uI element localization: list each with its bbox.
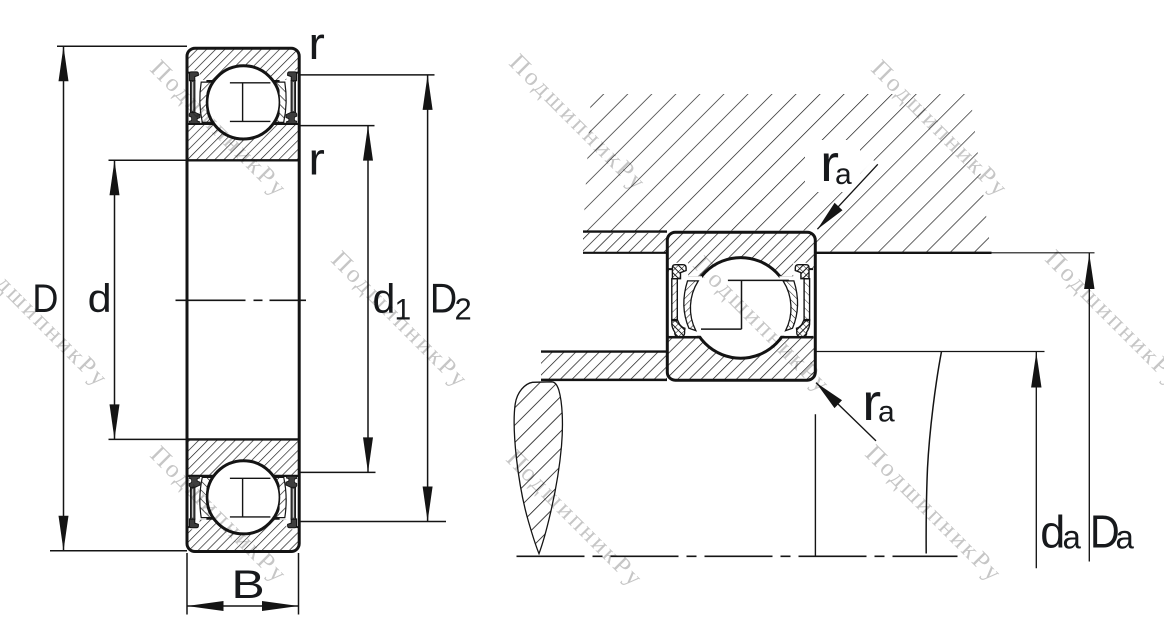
svg-text:B: B [231, 562, 264, 607]
svg-text:r: r [308, 135, 324, 185]
svg-text:2: 2 [455, 292, 472, 327]
svg-text:a: a [835, 158, 852, 191]
svg-text:a: a [878, 396, 895, 429]
svg-text:D: D [32, 277, 58, 321]
svg-text:r: r [308, 19, 324, 69]
svg-text:d: d [88, 275, 112, 320]
svg-text:D: D [430, 276, 457, 322]
svg-text:a: a [1063, 519, 1082, 556]
svg-text:r: r [820, 134, 839, 192]
svg-text:1: 1 [395, 294, 412, 327]
svg-text:D: D [1090, 507, 1120, 559]
svg-text:d: d [1040, 507, 1065, 558]
svg-text:r: r [862, 373, 881, 431]
svg-text:d: d [372, 275, 395, 321]
svg-text:a: a [1116, 519, 1135, 556]
